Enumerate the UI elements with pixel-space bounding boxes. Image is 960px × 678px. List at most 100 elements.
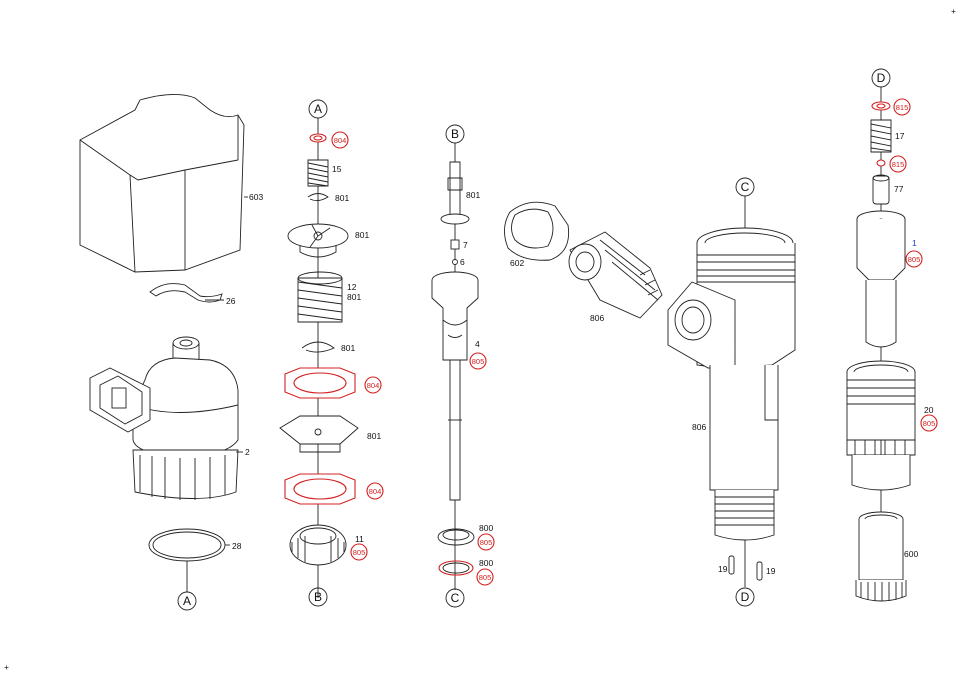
dowel-pin-19-right	[756, 561, 763, 581]
label-20: 20	[924, 405, 934, 415]
label-800b: 800	[479, 558, 493, 568]
o-ring-28	[148, 528, 226, 562]
washer-801a	[307, 193, 329, 202]
label-12: 12	[347, 282, 357, 292]
svg-text:C: C	[741, 180, 750, 194]
dust-cap-602	[504, 201, 570, 261]
dowel-pin-19-left	[728, 555, 735, 575]
red-label-805b: 805	[469, 352, 487, 370]
red-label-804b: 804	[364, 376, 382, 394]
nozzle-nut-20	[846, 360, 916, 491]
svg-text:B: B	[451, 127, 459, 141]
injector-body-2	[89, 336, 239, 500]
ball-6	[452, 259, 458, 265]
armature-plate-801	[287, 223, 349, 258]
label-801a: 801	[335, 193, 349, 203]
connector-C-bottom: C	[445, 588, 465, 608]
label-801c: 801	[347, 292, 361, 302]
label-801e: 801	[367, 431, 381, 441]
connector-A-top: A	[308, 99, 328, 119]
shim-804-lower	[284, 473, 356, 505]
svg-text:D: D	[877, 71, 886, 85]
red-label-805c: 805	[477, 533, 495, 551]
label-800a: 800	[479, 523, 493, 533]
svg-text:804: 804	[369, 487, 382, 496]
ball-seat-7	[450, 239, 460, 250]
svg-text:D: D	[741, 590, 750, 604]
connector-A-bottom: A	[177, 591, 197, 611]
svg-text:C: C	[451, 591, 460, 605]
label-801d: 801	[341, 343, 355, 353]
connector-C-top: C	[735, 177, 755, 197]
pressure-pin-77	[872, 174, 890, 205]
valve-pin-801	[440, 161, 470, 225]
label-806a: 806	[590, 313, 604, 323]
label-801b: 801	[355, 230, 369, 240]
label-1: 1	[912, 238, 917, 248]
connector-B-top: B	[445, 124, 465, 144]
cover-cap-603	[79, 94, 245, 273]
label-28: 28	[232, 541, 242, 551]
valve-body-4	[431, 271, 479, 501]
corner-mark-top-right: +	[951, 6, 956, 16]
nut-11	[289, 524, 347, 566]
spring-17	[870, 119, 892, 153]
label-6: 6	[460, 257, 465, 267]
label-801f: 801	[466, 190, 480, 200]
svg-text:815: 815	[892, 160, 905, 169]
shim-804-upper	[284, 367, 356, 399]
label-26: 26	[226, 296, 236, 306]
seal-ring-804-top	[309, 133, 327, 143]
spring-12	[297, 271, 343, 323]
red-label-805d: 805	[476, 568, 494, 586]
label-7: 7	[463, 240, 468, 250]
svg-text:805: 805	[923, 419, 936, 428]
label-4: 4	[475, 339, 480, 349]
red-label-804a: 804	[331, 131, 349, 149]
svg-text:805: 805	[479, 573, 492, 582]
svg-text:805: 805	[353, 548, 366, 557]
connector-D-top: D	[871, 68, 891, 88]
clip-801d	[301, 341, 335, 353]
svg-text:804: 804	[367, 381, 380, 390]
shim-815-lower	[876, 159, 886, 167]
o-ring-800-lower	[438, 560, 474, 576]
red-label-805e: 805	[905, 250, 923, 268]
clip-26	[149, 283, 223, 303]
label-15: 15	[332, 164, 342, 174]
corner-mark-bottom-left: +	[4, 662, 9, 672]
svg-text:B: B	[314, 590, 322, 604]
label-600: 600	[904, 549, 918, 559]
svg-text:815: 815	[896, 103, 909, 112]
connector-B-bottom: B	[308, 587, 328, 607]
red-label-805a: 805	[350, 543, 368, 561]
svg-text:A: A	[183, 594, 191, 608]
label-19a: 19	[718, 564, 728, 574]
label-2: 2	[245, 447, 250, 457]
shim-815-top	[871, 101, 891, 111]
label-77: 77	[894, 184, 904, 194]
label-17: 17	[895, 131, 905, 141]
inlet-connector-806	[568, 231, 663, 319]
svg-text:A: A	[314, 102, 322, 116]
svg-text:805: 805	[472, 357, 485, 366]
svg-text:804: 804	[334, 136, 347, 145]
label-806b: 806	[692, 422, 706, 432]
washer-800-upper	[437, 528, 475, 546]
connector-D-bottom: D	[735, 587, 755, 607]
label-602: 602	[510, 258, 524, 268]
label-603: 603	[249, 192, 263, 202]
red-label-815b: 815	[889, 155, 907, 173]
red-label-804c: 804	[366, 482, 384, 500]
red-label-815a: 815	[893, 98, 911, 116]
svg-text:805: 805	[480, 538, 493, 547]
svg-text:805: 805	[908, 255, 921, 264]
spring-15	[307, 159, 329, 187]
plate-801e	[279, 415, 359, 453]
protective-sleeve-600	[855, 511, 907, 602]
red-label-805f: 805	[920, 414, 938, 432]
holder-body-806	[667, 227, 796, 541]
label-11: 11	[355, 534, 364, 544]
nozzle-1	[856, 210, 906, 348]
